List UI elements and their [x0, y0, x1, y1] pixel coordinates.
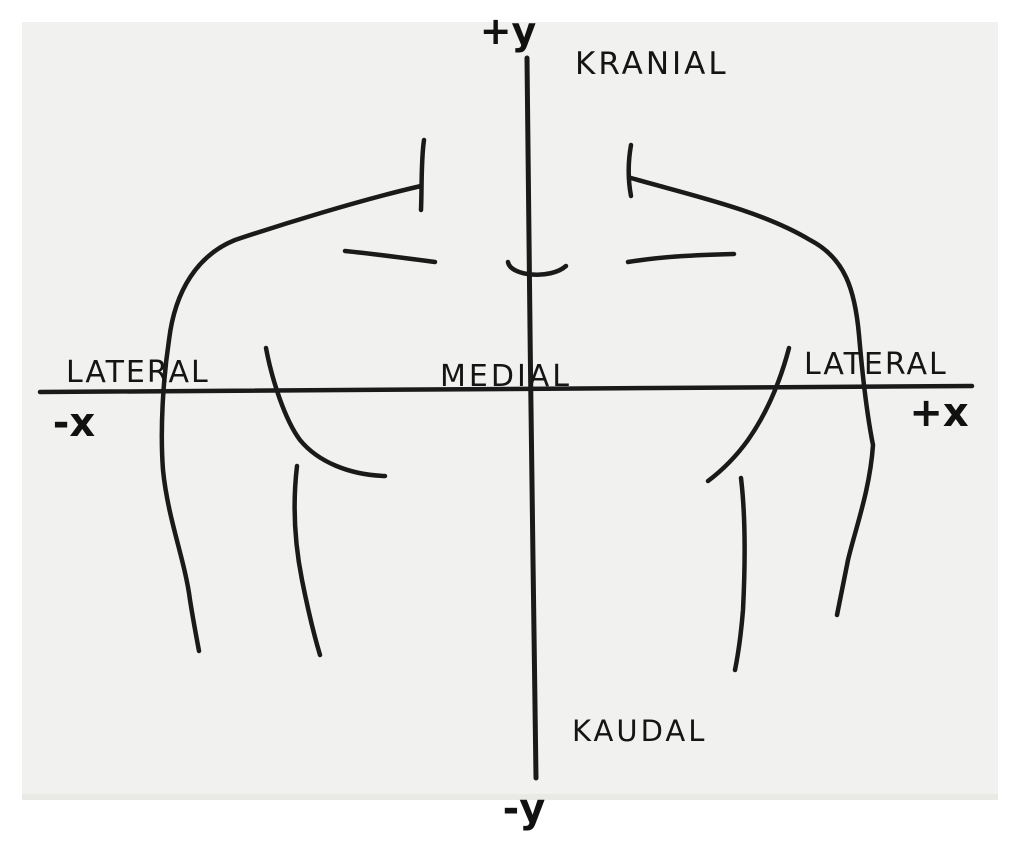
medial-label: MEDIAL — [440, 359, 572, 394]
kaudal-label: KAUDAL — [572, 714, 707, 748]
x-positive-label: +x — [909, 390, 969, 436]
lateral-right-label: LATERAL — [804, 347, 948, 382]
y-negative-label: -y — [503, 786, 546, 832]
kranial-label: KRANIAL — [575, 46, 729, 82]
x-negative-label: -x — [53, 400, 96, 446]
paper-background — [22, 22, 998, 794]
neck-line-left — [421, 140, 424, 210]
neck-line-right — [629, 145, 631, 196]
y-positive-label: +y — [480, 9, 537, 53]
lateral-left-label: LATERAL — [66, 355, 210, 390]
